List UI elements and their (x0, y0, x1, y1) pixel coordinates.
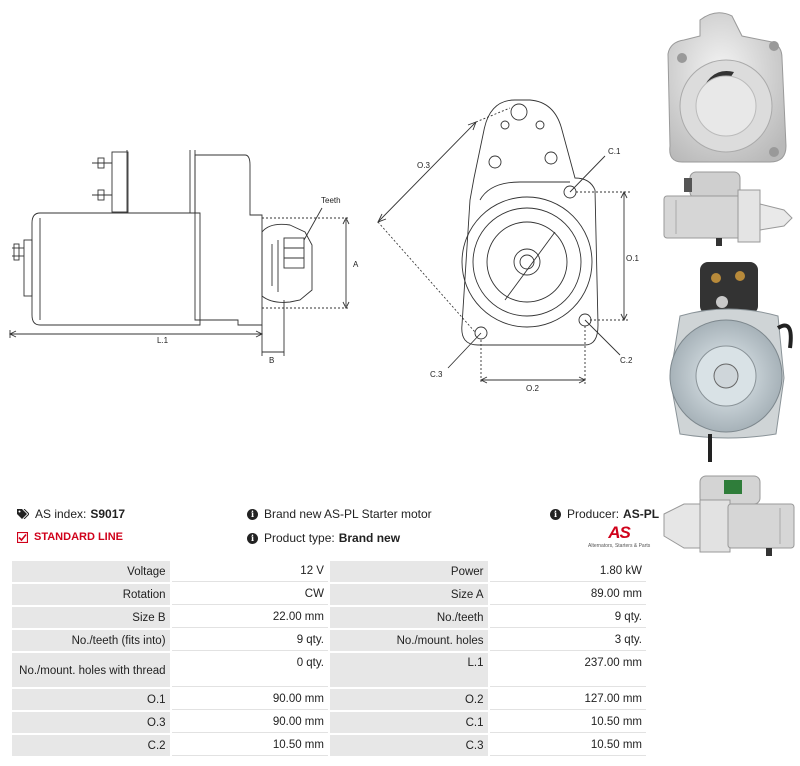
spec-label: No./teeth (329, 607, 488, 628)
table-row: Rotation CW Size A 89.00 mm (12, 584, 646, 605)
info-icon: i (247, 532, 258, 544)
product-photo-rear (660, 258, 798, 470)
spec-value: 237.00 mm (489, 653, 646, 687)
product-type: i Product type: Brand new (247, 531, 400, 545)
product-info: AS index: S9017 STANDARD LINE i Brand ne… (0, 500, 800, 560)
spec-value: 3 qty. (489, 630, 646, 651)
spec-label: No./mount. holes (329, 630, 488, 651)
spec-label: L.1 (329, 653, 488, 687)
standard-line: STANDARD LINE (17, 531, 123, 543)
as-pl-logo: AS Alternators, Starters & Parts (588, 524, 650, 554)
spec-value: 127.00 mm (489, 689, 646, 710)
spec-value: 12 V (171, 561, 328, 582)
producer: i Producer: AS-PL (550, 507, 659, 521)
specifications-table: Voltage 12 V Power 1.80 kW Rotation CW S… (10, 559, 648, 758)
product-type-value: Brand new (338, 531, 401, 545)
product-photo-front (660, 6, 798, 166)
logo-mark: AS (608, 523, 631, 542)
spec-label: O.1 (12, 689, 170, 710)
table-row: Voltage 12 V Power 1.80 kW (12, 561, 646, 582)
dimension-a-label: A (353, 260, 359, 269)
spec-label: Rotation (12, 584, 170, 605)
table-row: Size B 22.00 mm No./teeth 9 qty. (12, 607, 646, 628)
spec-value: 1.80 kW (489, 561, 646, 582)
spec-value: 10.50 mm (171, 735, 328, 756)
spec-value: 10.50 mm (489, 735, 646, 756)
spec-value: 9 qty. (171, 630, 328, 651)
standard-line-label: STANDARD LINE (34, 531, 124, 543)
producer-value: AS-PL (623, 507, 660, 521)
spec-label: Size A (329, 584, 488, 605)
as-index-label: AS index: (35, 507, 87, 521)
dimension-c2-label: C.2 (620, 356, 633, 365)
spec-label: C.2 (12, 735, 170, 756)
table-row: O.1 90.00 mm O.2 127.00 mm (12, 689, 646, 710)
info-icon: i (247, 508, 258, 520)
dimension-c1-label: C.1 (608, 147, 621, 156)
spec-label: C.3 (329, 735, 488, 756)
product-type-label: Product type: (264, 531, 335, 545)
spec-value: CW (171, 584, 328, 605)
dimension-o2-label: O.2 (526, 384, 539, 393)
table-row: No./mount. holes with thread 0 qty. L.1 … (12, 653, 646, 687)
dimension-l1-label: L.1 (157, 336, 169, 345)
producer-label: Producer: (567, 507, 620, 521)
spec-value: 89.00 mm (489, 584, 646, 605)
spec-value: 90.00 mm (171, 712, 328, 733)
description-text: Brand new AS-PL Starter motor (264, 507, 432, 521)
spec-label: No./teeth (fits into) (12, 630, 170, 651)
spec-value: 10.50 mm (489, 712, 646, 733)
spec-label: Power (329, 561, 488, 582)
dimension-o3-label: O.3 (417, 161, 430, 170)
tags-icon (17, 509, 29, 519)
spec-label: C.1 (329, 712, 488, 733)
spec-label: Size B (12, 607, 170, 628)
dimension-o1-label: O.1 (626, 254, 639, 263)
spec-label: Voltage (12, 561, 170, 582)
dimension-c3-label: C.3 (430, 370, 443, 379)
mounting-flange (461, 99, 599, 346)
as-index: AS index: S9017 (17, 507, 125, 521)
dimension-b-label: B (269, 356, 275, 365)
spec-label: No./mount. holes with thread (12, 653, 170, 687)
spec-value: 9 qty. (489, 607, 646, 628)
side-view-drawing: Teeth A B L.1 (0, 144, 360, 380)
logo-tagline: Alternators, Starters & Parts (588, 543, 651, 549)
description: i Brand new AS-PL Starter motor (247, 507, 432, 521)
spec-label: O.2 (329, 689, 488, 710)
table-row: C.2 10.50 mm C.3 10.50 mm (12, 735, 646, 756)
teeth-label: Teeth (321, 196, 341, 205)
as-index-value: S9017 (90, 507, 126, 521)
table-row: No./teeth (fits into) 9 qty. No./mount. … (12, 630, 646, 651)
spec-value: 0 qty. (171, 653, 328, 687)
spec-value: 90.00 mm (171, 689, 328, 710)
check-square-icon (17, 531, 28, 543)
info-icon: i (550, 508, 561, 520)
solenoid-body (126, 144, 196, 214)
spec-value: 22.00 mm (171, 607, 328, 628)
product-photo-side-2 (660, 470, 798, 560)
front-view-drawing: O.3 C.1 O.1 C.2 C.3 O.2 (370, 90, 660, 393)
spec-label: O.3 (12, 712, 170, 733)
product-photo-side (660, 168, 798, 250)
table-row: O.3 90.00 mm C.1 10.50 mm (12, 712, 646, 733)
